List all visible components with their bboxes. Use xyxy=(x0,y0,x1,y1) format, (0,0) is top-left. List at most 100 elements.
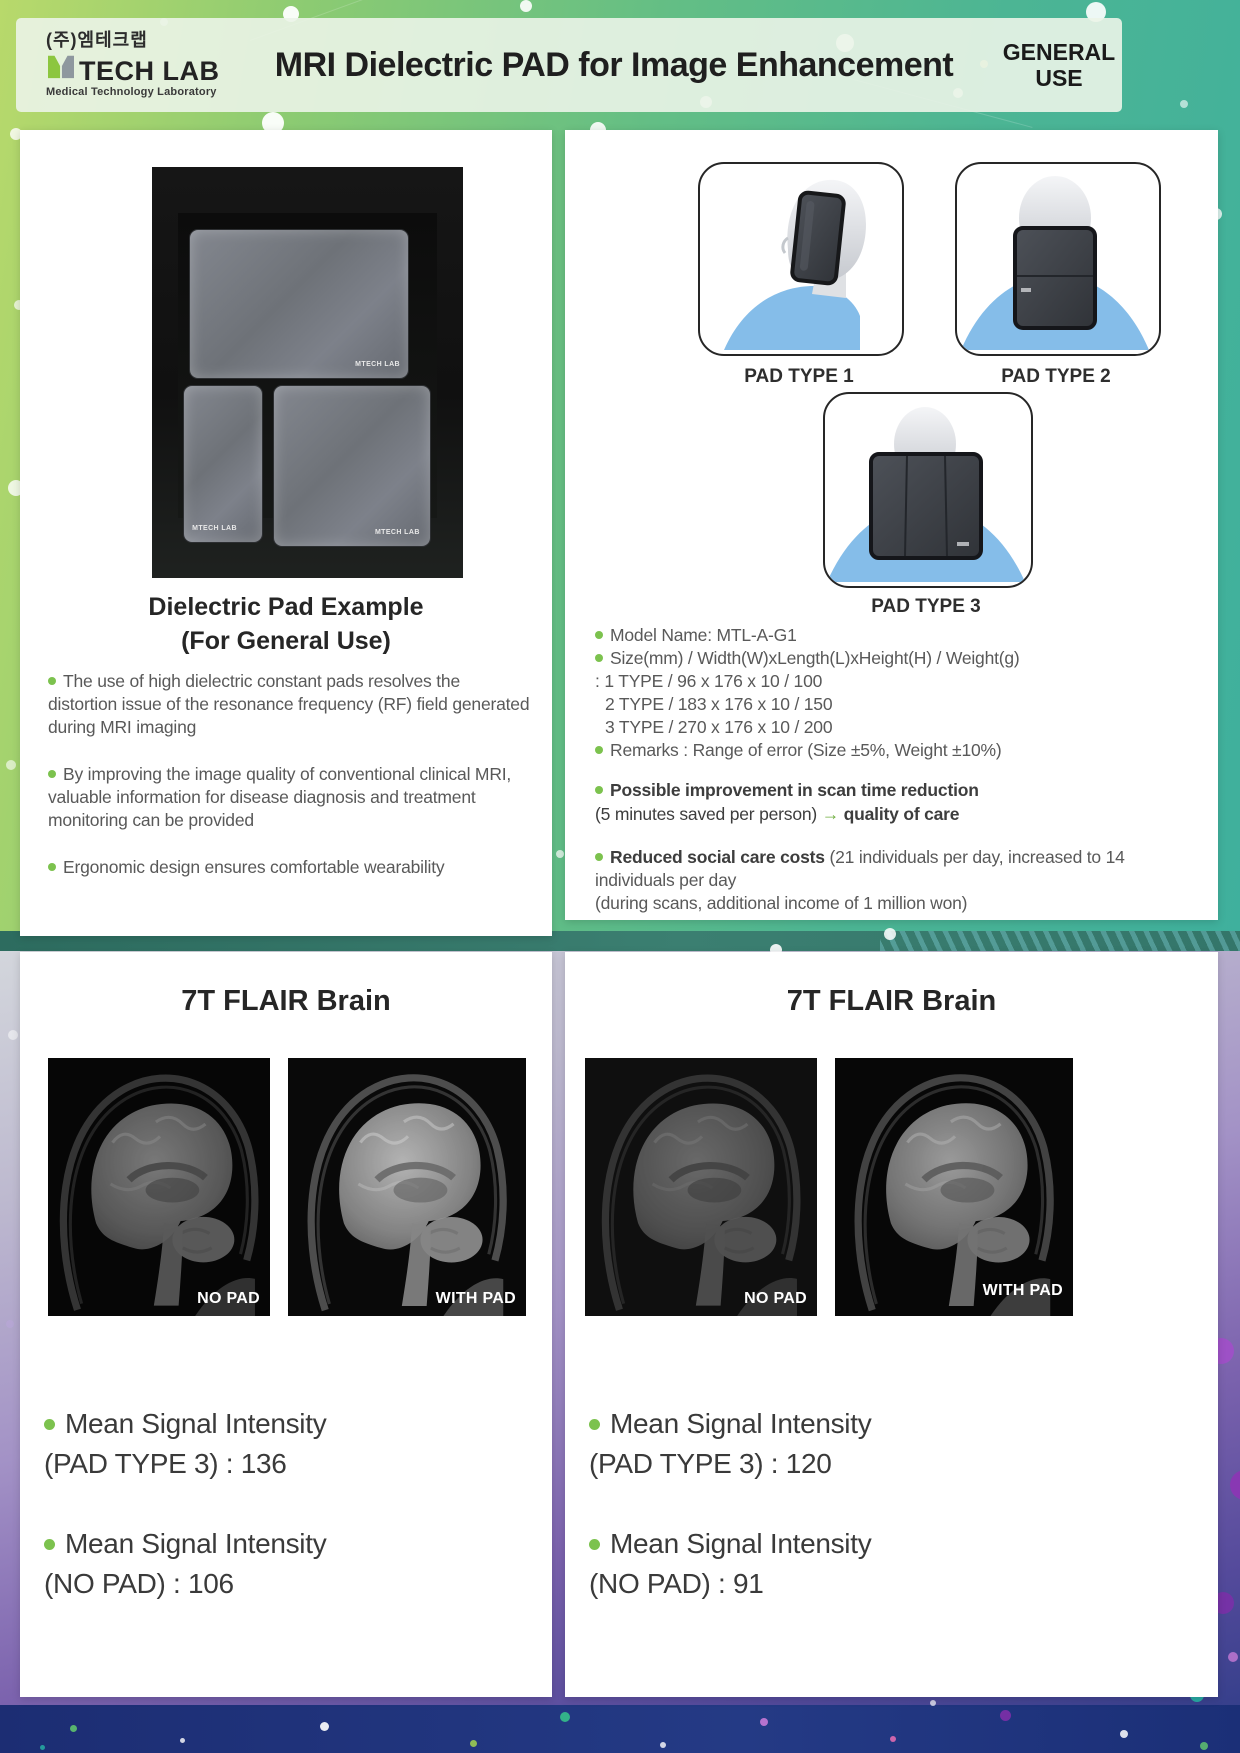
logo-subtitle: Medical Technology Laboratory xyxy=(46,86,217,98)
bullet-icon xyxy=(48,677,56,685)
pad-type2-illustration xyxy=(955,162,1161,356)
highlight-cost-body: Reduced social care costs (21 individual… xyxy=(595,846,1191,892)
pad-medium: MTECH LAB xyxy=(273,384,431,548)
bullet-icon xyxy=(48,770,56,778)
metric-line1: Mean Signal Intensity xyxy=(44,1404,524,1444)
spec-model: Model Name: MTL-A-G1 xyxy=(595,624,1195,647)
result-card-left: 7T FLAIR Brain NO PAD WITH PAD Mean Sign… xyxy=(20,952,552,1697)
spec-type1: : 1 TYPE / 96 x 176 x 10 / 100 xyxy=(595,670,1195,693)
bullet-text: By improving the image quality of conven… xyxy=(48,764,512,830)
pad-large: MTECH LAB xyxy=(189,228,409,379)
pad-type3-label: PAD TYPE 3 xyxy=(871,596,981,617)
bullet-icon xyxy=(44,1539,55,1550)
highlight-bold-text2: quality of care xyxy=(843,804,960,824)
metric-value: (NO PAD) : 91 xyxy=(589,1568,764,1599)
page-title: MRI Dielectric PAD for Image Enhancement xyxy=(274,45,954,84)
bullet-text: The use of high dielectric constant pads… xyxy=(48,671,530,737)
bullet-icon xyxy=(595,654,603,662)
mri-image-no-pad: NO PAD xyxy=(48,1058,270,1316)
photo-caption: Dielectric Pad Example (For General Use) xyxy=(20,590,552,658)
mri-image-no-pad: NO PAD xyxy=(585,1058,817,1316)
mri-image-with-pad: WITH PAD xyxy=(835,1058,1073,1316)
metric-line1: Mean Signal Intensity xyxy=(589,1404,1069,1444)
spec-list: Model Name: MTL-A-G1 Size(mm) / Width(W)… xyxy=(595,624,1195,762)
bullet-icon xyxy=(595,746,603,754)
pad-brand-label: MTECH LAB xyxy=(192,525,237,532)
metric-value: (NO PAD) : 106 xyxy=(44,1568,234,1599)
separator-hatch-decor xyxy=(880,931,1240,951)
metric-text: Mean Signal Intensity xyxy=(610,1408,872,1439)
dielectric-pad-photo: MTECH LAB MTECH LAB MTECH LAB xyxy=(152,167,463,578)
logo-m-icon xyxy=(46,53,76,84)
metric-line1: Mean Signal Intensity xyxy=(589,1524,1069,1564)
result-title: 7T FLAIR Brain xyxy=(181,985,391,1017)
spec-text: : 1 TYPE / 96 x 176 x 10 / 100 xyxy=(595,671,823,691)
metric-no-pad: Mean Signal Intensity (NO PAD) : 106 xyxy=(44,1524,524,1604)
pad-type3-illustration xyxy=(823,392,1033,588)
product-card: MTECH LAB MTECH LAB MTECH LAB Dielectric… xyxy=(20,130,552,936)
pad-brand-label: MTECH LAB xyxy=(355,360,400,368)
cost-normal-text: (21 individuals per day, increased to 14… xyxy=(595,847,1125,890)
header-panel: (주)엠테크랩 TECH LAB Medical Technology Labo… xyxy=(16,18,1122,112)
spec-text: 2 TYPE / 183 x 176 x 10 / 150 xyxy=(605,694,833,714)
metric-value: (PAD TYPE 3) : 120 xyxy=(589,1448,832,1479)
pad-brand-label: MTECH LAB xyxy=(374,529,420,537)
metric-value: (PAD TYPE 3) : 136 xyxy=(44,1448,287,1479)
pad-small: MTECH LAB xyxy=(183,384,263,543)
spec-text: Model Name: MTL-A-G1 xyxy=(610,625,797,645)
bullet-icon xyxy=(595,786,603,794)
logo-name: TECH LAB xyxy=(79,56,220,86)
arrow-icon: → xyxy=(821,804,840,824)
mri-image-with-pad: WITH PAD xyxy=(288,1058,526,1316)
result-title: 7T FLAIR Brain xyxy=(786,985,997,1017)
badge-line1: GENERAL xyxy=(1002,39,1116,65)
bullet-icon xyxy=(589,1419,600,1430)
highlight-normal-text: (5 minutes saved per person) xyxy=(595,804,818,824)
bullet-icon xyxy=(589,1539,600,1550)
bullet-icon xyxy=(48,863,56,871)
spec-size: Size(mm) / Width(W)xLength(L)xHeight(H) … xyxy=(595,647,1195,670)
pad-type1-illustration xyxy=(698,162,904,356)
logo-korean-text: (주)엠테크랩 xyxy=(46,30,148,50)
spec-text: Remarks : Range of error (Size ±5%, Weig… xyxy=(610,740,1002,760)
metric-text: Mean Signal Intensity xyxy=(65,1408,327,1439)
bullet-item: By improving the image quality of conven… xyxy=(48,763,530,832)
metric-line1: Mean Signal Intensity xyxy=(44,1524,524,1564)
bullet-item: The use of high dielectric constant pads… xyxy=(48,670,530,739)
bullet-text: Ergonomic design ensures comfortable wea… xyxy=(63,857,445,877)
mri-label: WITH PAD xyxy=(982,1282,1063,1299)
spec-text: Size(mm) / Width(W)xLength(L)xHeight(H) … xyxy=(610,648,1020,668)
mri-label: WITH PAD xyxy=(435,1290,516,1307)
highlight-line1: Possible improvement in scan time reduct… xyxy=(595,778,1195,802)
bullet-icon xyxy=(595,631,603,639)
mri-label: NO PAD xyxy=(744,1290,807,1307)
metric-text: Mean Signal Intensity xyxy=(610,1528,872,1559)
caption-line2: (For General Use) xyxy=(181,627,391,655)
bullet-icon xyxy=(44,1419,55,1430)
general-use-badge: GENERAL USE xyxy=(984,18,1134,112)
badge-line2: USE xyxy=(1035,65,1083,91)
bullet-item: Ergonomic design ensures comfortable wea… xyxy=(48,856,530,879)
cost-line3: (during scans, additional income of 1 mi… xyxy=(595,893,968,913)
result-card-right: 7T FLAIR Brain NO PAD WITH PAD Mean Sign… xyxy=(565,952,1218,1697)
spec-type3: 3 TYPE / 270 x 176 x 10 / 200 xyxy=(595,716,1195,739)
highlight-scan-time: Possible improvement in scan time reduct… xyxy=(595,778,1195,826)
metric-pad-type3: Mean Signal Intensity (PAD TYPE 3) : 120 xyxy=(589,1404,1069,1484)
spec-type2: 2 TYPE / 183 x 176 x 10 / 150 xyxy=(595,693,1195,716)
caption-line1: Dielectric Pad Example xyxy=(148,593,424,621)
spec-text: 3 TYPE / 270 x 176 x 10 / 200 xyxy=(605,717,833,737)
mri-label: NO PAD xyxy=(197,1290,260,1307)
separator-band xyxy=(0,931,1240,951)
metric-text: Mean Signal Intensity xyxy=(65,1528,327,1559)
company-logo: (주)엠테크랩 TECH LAB Medical Technology Labo… xyxy=(46,26,220,98)
highlight-line2: (5 minutes saved per person) → quality o… xyxy=(595,802,1195,826)
bullet-icon xyxy=(595,853,603,861)
spec-remarks: Remarks : Range of error (Size ±5%, Weig… xyxy=(595,739,1195,762)
background-navy-strip xyxy=(0,1705,1240,1753)
highlight-social-costs: Reduced social care costs (21 individual… xyxy=(595,846,1191,915)
pad-type2-label: PAD TYPE 2 xyxy=(1001,366,1111,387)
pad-types-card: PAD TYPE 1 PAD TYPE 2 PAD TYPE 3 Model N… xyxy=(565,130,1218,920)
cost-bold-text: Reduced social care costs xyxy=(610,847,825,867)
metric-pad-type3: Mean Signal Intensity (PAD TYPE 3) : 136 xyxy=(44,1404,524,1484)
